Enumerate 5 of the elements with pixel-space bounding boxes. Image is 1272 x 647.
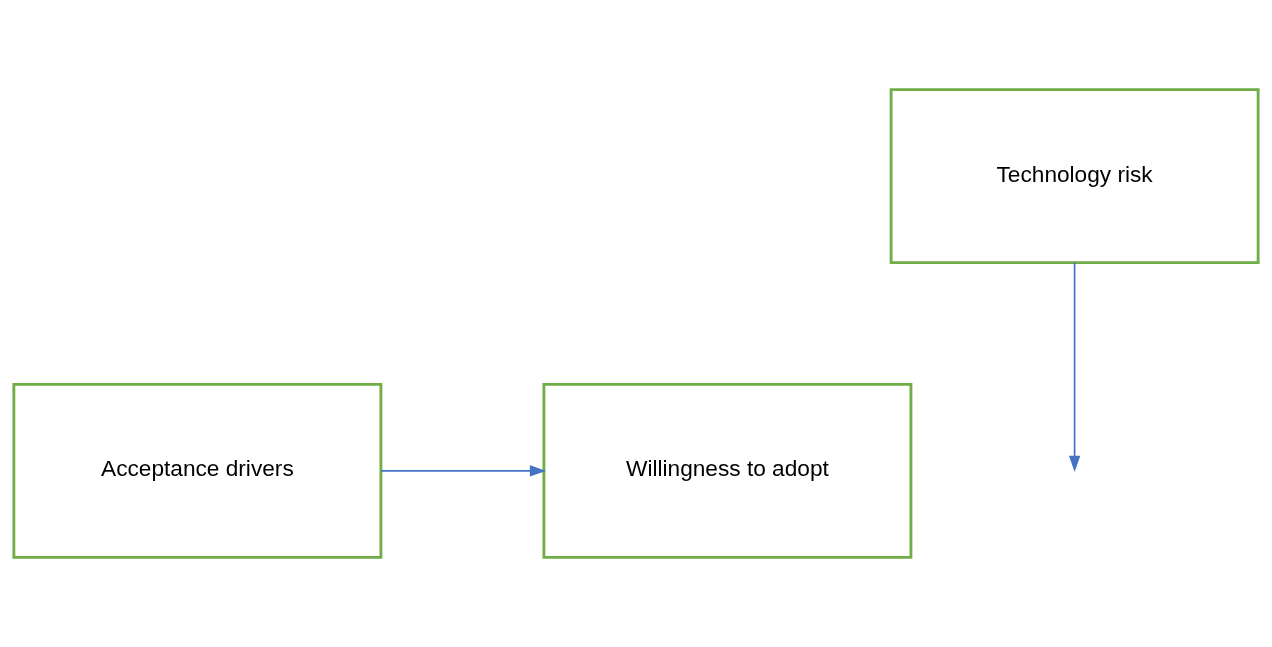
node-box: Technology risk bbox=[889, 88, 1260, 264]
arrow bbox=[380, 465, 547, 477]
node-box: Acceptance drivers bbox=[12, 383, 383, 559]
node-box: Willingness to adopt bbox=[542, 383, 913, 559]
arrow bbox=[1068, 261, 1081, 472]
